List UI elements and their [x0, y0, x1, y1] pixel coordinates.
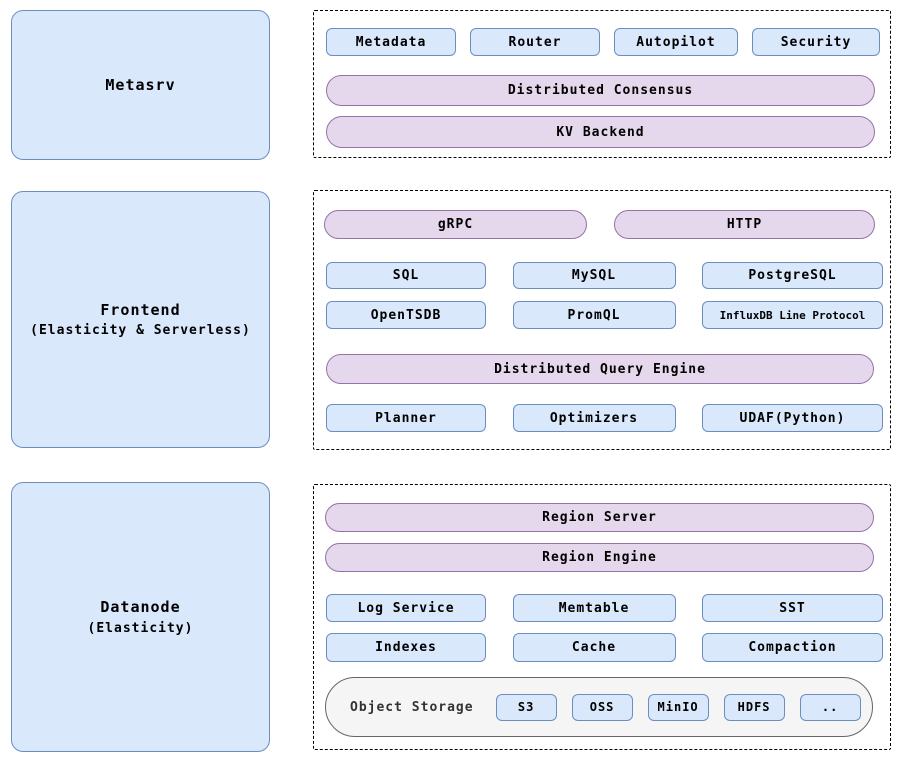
frontend-node-title: Frontend — [100, 300, 181, 319]
frontend-node-subtitle: (Elasticity & Serverless) — [30, 323, 251, 338]
frontend-engine-row: Planner Optimizers UDAF(Python) — [326, 404, 883, 432]
backend-chip-hdfs: HDFS — [723, 693, 785, 721]
pill-grpc: gRPC — [324, 210, 587, 239]
metasrv-group: Metadata Router Autopilot Security Distr… — [313, 10, 891, 158]
component-box-router: Router — [470, 28, 600, 56]
pill-kv-backend: KV Backend — [326, 116, 875, 148]
component-box-autopilot: Autopilot — [614, 28, 738, 56]
component-box-sql: SQL — [326, 262, 486, 289]
pill-region-engine: Region Engine — [325, 543, 874, 572]
backend-chip-more: .. — [799, 693, 861, 721]
component-box-influxdb-line-protocol: InfluxDB Line Protocol — [702, 301, 883, 329]
component-box-cache: Cache — [512, 633, 676, 662]
component-box-memtable: Memtable — [512, 594, 676, 622]
datanode-node-title: Datanode — [100, 598, 181, 616]
component-box-sst: SST — [702, 594, 883, 622]
component-box-udaf-python: UDAF(Python) — [702, 404, 883, 432]
component-box-mysql: MySQL — [512, 262, 676, 289]
frontend-group: gRPC HTTP SQL MySQL PostgreSQL OpenTSDB … — [313, 190, 891, 450]
object-storage-label: Object Storage — [350, 699, 474, 715]
component-box-planner: Planner — [326, 404, 486, 432]
datanode-components-row-2: Indexes Cache Compaction — [326, 633, 883, 662]
frontend-protocols-row-2: OpenTSDB PromQL InfluxDB Line Protocol — [326, 301, 883, 329]
pill-distributed-query-engine: Distributed Query Engine — [326, 354, 874, 384]
component-box-postgresql: PostgreSQL — [702, 262, 883, 289]
frontend-node: Frontend (Elasticity & Serverless) — [11, 191, 270, 448]
component-box-log-service: Log Service — [326, 594, 486, 622]
object-storage-backends-row: S3 OSS MinIO HDFS .. — [495, 693, 861, 721]
datanode-node-subtitle: (Elasticity) — [87, 620, 194, 636]
component-box-metadata: Metadata — [326, 28, 456, 56]
datanode-node: Datanode (Elasticity) — [11, 482, 270, 752]
backend-chip-minio: MinIO — [647, 693, 709, 721]
component-box-opentsdb: OpenTSDB — [326, 301, 486, 329]
backend-chip-oss: OSS — [571, 693, 633, 721]
component-box-security: Security — [752, 28, 880, 56]
pill-http: HTTP — [614, 210, 875, 239]
object-storage-container: Object Storage S3 OSS MinIO HDFS .. — [325, 677, 873, 737]
component-box-compaction: Compaction — [702, 633, 883, 662]
metasrv-components-row: Metadata Router Autopilot Security — [326, 28, 880, 56]
pill-region-server: Region Server — [325, 503, 874, 532]
datanode-group: Region Server Region Engine Log Service … — [313, 484, 891, 750]
component-box-indexes: Indexes — [326, 633, 486, 662]
backend-chip-s3: S3 — [495, 693, 557, 721]
frontend-protocols-row-1: SQL MySQL PostgreSQL — [326, 262, 883, 289]
component-box-optimizers: Optimizers — [512, 404, 676, 432]
component-box-promql: PromQL — [512, 301, 676, 329]
pill-distributed-consensus: Distributed Consensus — [326, 75, 875, 106]
datanode-components-row-1: Log Service Memtable SST — [326, 594, 883, 622]
metasrv-node-title: Metasrv — [105, 75, 176, 94]
metasrv-node: Metasrv — [11, 10, 270, 160]
